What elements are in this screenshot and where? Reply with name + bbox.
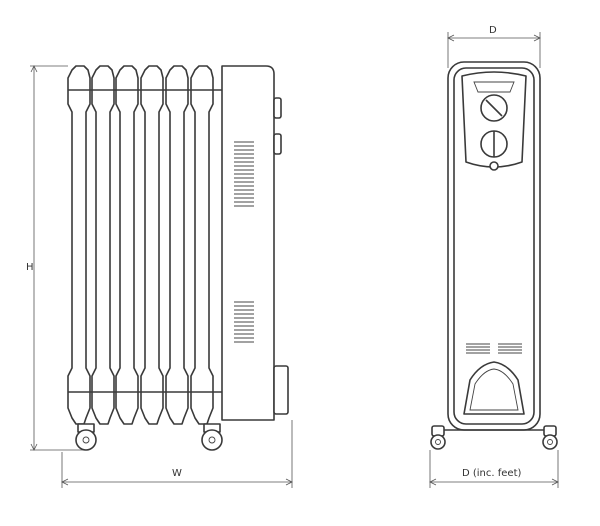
side-wheel-left xyxy=(75,423,97,451)
fins xyxy=(67,65,222,425)
height-label: H xyxy=(26,262,34,273)
front-arch xyxy=(463,361,525,415)
front-wheel-left xyxy=(430,425,446,450)
front-wheel-right xyxy=(542,425,558,450)
front-body-inner xyxy=(453,67,535,425)
front-vents xyxy=(466,343,522,354)
side-view: H xyxy=(26,65,293,488)
upper-vent xyxy=(234,141,254,207)
control-housing xyxy=(221,65,289,421)
width-dimension: W xyxy=(61,420,293,488)
indicator-light xyxy=(489,161,499,171)
cord-hook xyxy=(273,365,289,415)
side-wheel-right xyxy=(201,423,223,451)
depth-feet-dimension: D (inc. feet) xyxy=(429,450,559,488)
depth-dimension: D xyxy=(447,25,541,68)
depth-feet-label: D (inc. feet) xyxy=(462,468,521,479)
knob-side xyxy=(273,97,282,119)
lower-vent xyxy=(234,301,254,343)
knob-side xyxy=(273,133,282,155)
width-label: W xyxy=(172,468,182,479)
depth-label: D xyxy=(489,25,497,36)
control-panel xyxy=(461,71,527,171)
height-dimension: H xyxy=(26,65,84,451)
front-view: D xyxy=(429,25,559,488)
